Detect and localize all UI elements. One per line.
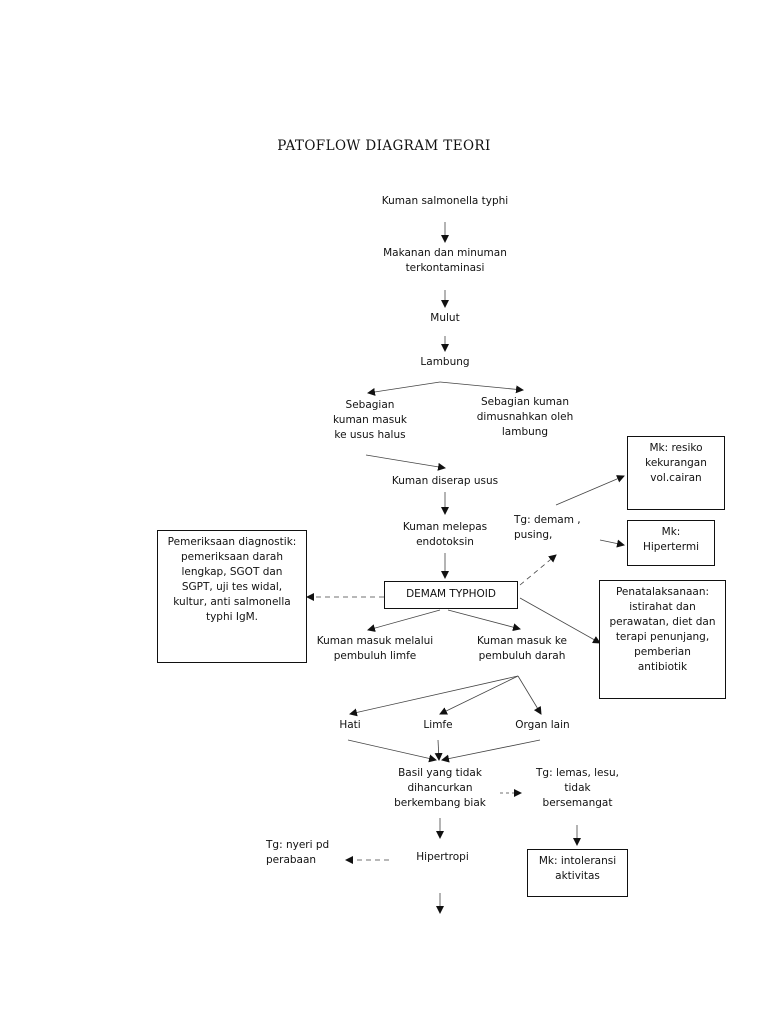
node-makanan: Makanan dan minuman terkontaminasi: [383, 247, 507, 274]
arrow-tgdemam-mkresiko: [555, 475, 625, 506]
arrow-demam-penatalaksanaan: [519, 597, 601, 644]
page-title: PATOFLOW DIAGRAM TEORI: [277, 138, 491, 154]
arrow-demam-limfe: [367, 609, 441, 632]
arrow-lambung-sebagian-masuk: [367, 381, 441, 396]
node-mulut: Mulut: [430, 312, 460, 324]
pemeriksaan-box: Pemeriksaan diagnostik: pemeriksaan dara…: [157, 530, 307, 663]
arrow-sebagian-diserap: [365, 454, 446, 471]
node-organ-lain: Organ lain: [515, 719, 570, 731]
node-tg-lemas: Tg: lemas, lesu, tidak bersemangat: [536, 767, 619, 809]
node-melepas: Kuman melepas endotoksin: [402, 521, 488, 548]
node-hipertropi: Hipertropi: [416, 851, 469, 863]
penatalaksanaan-box: Penatalaksanaan: istirahat dan perawatan…: [599, 580, 726, 699]
node-limfe: Limfe: [423, 719, 453, 731]
arrow-lambung-sebagian-musnah: [439, 381, 524, 394]
demam-typhoid-box: DEMAM TYPHOID: [384, 581, 518, 609]
mk-hipertermi-box: Mk: Hipertermi: [627, 520, 715, 566]
arrow-tgdemam-mkhipertermi: [599, 539, 625, 548]
arrow-organ-basil: [441, 739, 541, 763]
node-lambung: Lambung: [420, 356, 470, 368]
arrow-demam-darah: [447, 609, 521, 632]
node-tg-demam: Tg: demam , pusing,: [514, 514, 581, 541]
arrow-limfe-basil: [434, 739, 443, 761]
node-sebagian-masuk: Sebagian kuman masuk ke usus halus: [333, 399, 407, 441]
node-limfe-masuk: Kuman masuk melalui pembuluh limfe: [316, 635, 434, 662]
arrow-darah-hati: [349, 675, 519, 717]
node-diserap: Kuman diserap usus: [391, 475, 499, 487]
node-tg-nyeri: Tg: nyeri pd perabaan: [266, 839, 330, 866]
mk-intoleransi-box: Mk: intoleransi aktivitas: [527, 849, 628, 897]
arrow-hati-basil: [347, 739, 437, 763]
arrow-darah-limfe: [439, 675, 519, 715]
node-sebagian-musnah: Sebagian kuman dimusnahkan oleh lambung: [476, 396, 574, 438]
node-darah-masuk: Kuman masuk ke pembuluh darah: [476, 635, 568, 662]
node-kuman: Kuman salmonella typhi: [381, 195, 509, 207]
mk-resiko-box: Mk: resiko kekurangan vol.cairan: [627, 436, 725, 510]
node-hati: Hati: [339, 719, 361, 731]
node-basil: Basil yang tidak dihancurkan berkembang …: [394, 767, 486, 809]
arrow-darah-organ: [517, 675, 542, 715]
arrow-demam-tgdemam: [519, 554, 557, 586]
